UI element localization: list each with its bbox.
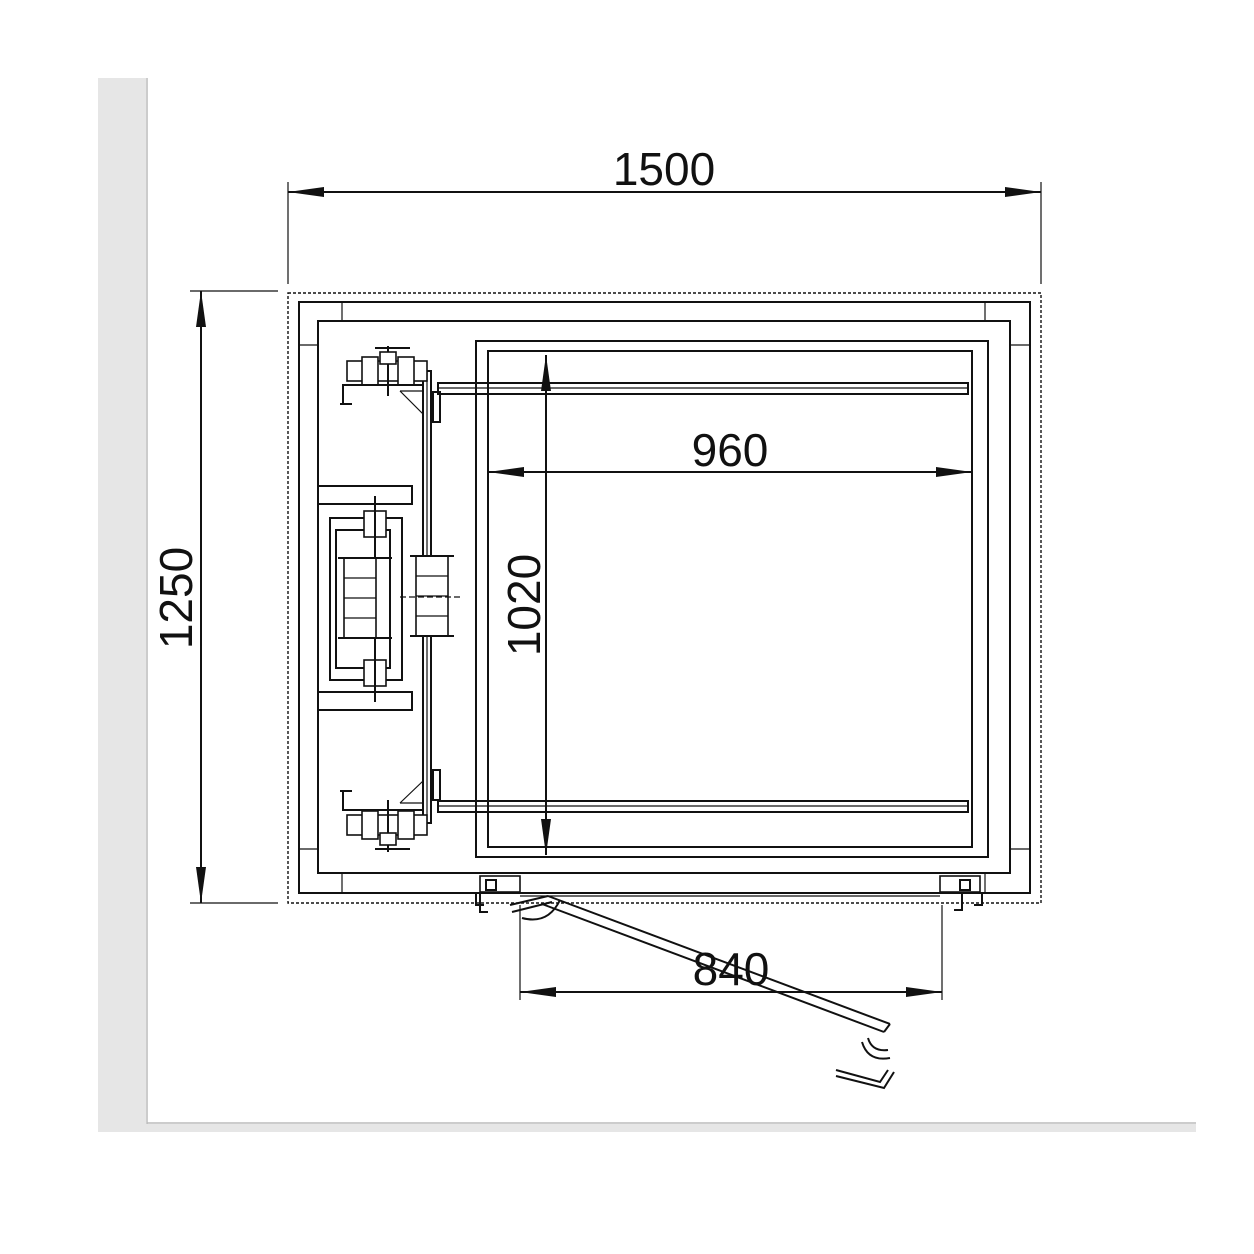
overall-width-label: 1500 [613,143,715,195]
lower-rail [437,800,969,813]
right-door-jamb [939,875,983,911]
car-depth-label: 1020 [498,554,550,656]
car-frame-outer [317,320,1011,874]
left-wall [98,78,146,1130]
dimension-overall-depth: 1250 [150,290,278,904]
car-width-label: 960 [692,424,769,476]
bottom-roller-assembly [340,780,428,852]
bottom-wall [98,1124,1196,1132]
overall-depth-label: 1250 [150,547,202,649]
shaft-outline [287,292,1042,904]
left-door-jamb [475,875,521,913]
car-frame-inner [475,340,989,858]
dimension-car-width: 960 [488,424,972,477]
dimension-overall-width: 1500 [287,143,1042,284]
car-interior [487,350,973,848]
counterweight-assembly [317,485,460,711]
swing-door [509,895,895,1090]
dimension-car-depth: 1020 [498,355,551,855]
upper-rail [437,382,969,395]
door-opening-label: 840 [693,943,770,995]
top-roller-assembly [340,346,428,415]
dimension-door-opening: 840 [519,905,943,1000]
